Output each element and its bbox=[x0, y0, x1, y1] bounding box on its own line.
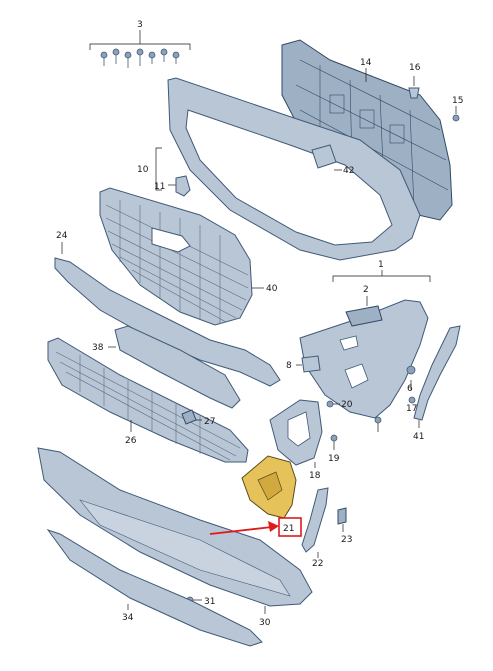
part-30-lower-bumper bbox=[37, 447, 313, 614]
label-2: 2 bbox=[363, 285, 369, 295]
part-38-bracket bbox=[108, 325, 241, 409]
label-31: 31 bbox=[204, 597, 215, 607]
label-34: 34 bbox=[122, 613, 134, 623]
part-22-side-strip bbox=[301, 487, 329, 558]
label-17: 17 bbox=[406, 404, 417, 414]
label-3: 3 bbox=[137, 20, 143, 30]
label-6: 6 bbox=[407, 384, 413, 394]
red-pointer-arrow bbox=[209, 521, 279, 535]
part-2-bracket bbox=[345, 296, 383, 327]
part-6-clip bbox=[406, 365, 416, 390]
part-screw-near-1 bbox=[374, 416, 382, 432]
part-42-cover bbox=[311, 144, 342, 171]
part-3-fastener-set bbox=[89, 30, 191, 68]
part-18-surround bbox=[269, 399, 323, 468]
part-23-clip bbox=[337, 507, 347, 532]
label-38: 38 bbox=[92, 343, 104, 353]
part-24-trim-strip bbox=[54, 257, 281, 387]
part-34-lower-lip bbox=[46, 529, 263, 647]
part-15-screw bbox=[452, 106, 460, 122]
label-41: 41 bbox=[413, 432, 424, 442]
label-20: 20 bbox=[341, 400, 353, 410]
part-21-highlighted-bracket bbox=[241, 455, 297, 519]
leader-10 bbox=[155, 147, 162, 191]
label-27: 27 bbox=[204, 417, 215, 427]
label-11: 11 bbox=[154, 182, 165, 192]
label-23: 23 bbox=[341, 535, 352, 545]
label-16: 16 bbox=[409, 63, 421, 73]
label-30: 30 bbox=[259, 618, 271, 628]
part-26-lower-grille bbox=[47, 337, 249, 463]
label-10: 10 bbox=[137, 165, 149, 175]
label-26: 26 bbox=[125, 436, 137, 446]
label-14: 14 bbox=[360, 58, 372, 68]
part-21-marker-box bbox=[278, 517, 302, 537]
label-8: 8 bbox=[286, 361, 292, 371]
label-24: 24 bbox=[56, 231, 68, 241]
label-22: 22 bbox=[312, 559, 323, 569]
part-40-grille-insert bbox=[99, 187, 253, 326]
label-18: 18 bbox=[309, 471, 321, 481]
part-11-clip bbox=[168, 175, 191, 197]
label-19: 19 bbox=[328, 454, 340, 464]
label-21: 21 bbox=[283, 524, 294, 534]
part-8-cap bbox=[296, 355, 321, 373]
part-16-clip bbox=[408, 76, 420, 99]
part-41-side-strip bbox=[413, 325, 461, 428]
part-27-clip bbox=[181, 409, 202, 425]
part-1-bumper-cover bbox=[299, 270, 431, 419]
label-42: 42 bbox=[343, 166, 354, 176]
label-40: 40 bbox=[266, 284, 278, 294]
label-1: 1 bbox=[378, 260, 384, 270]
part-17-clip bbox=[408, 396, 416, 404]
label-15: 15 bbox=[452, 96, 463, 106]
part-20-screw bbox=[326, 400, 340, 408]
part-19-screw bbox=[330, 434, 338, 450]
